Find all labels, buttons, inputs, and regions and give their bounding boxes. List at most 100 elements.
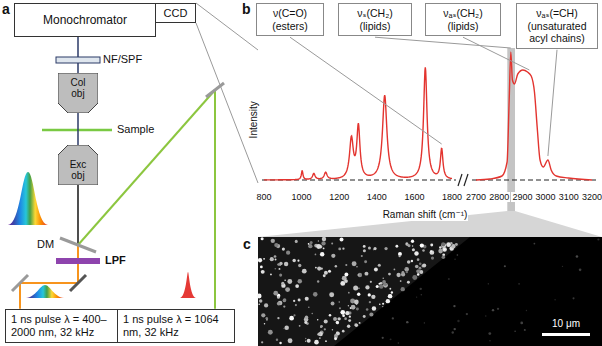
speckle [298,279,302,283]
speckle [354,323,357,326]
beam-connector [77,113,79,145]
speckle [317,332,320,335]
speckle [283,299,286,302]
speckle [419,263,422,266]
speckle [324,271,328,275]
speckle [270,274,272,276]
speckle [310,241,313,244]
speckle [315,254,317,256]
speckle [340,310,345,315]
speckle [305,316,308,319]
filter-label: LPF [105,254,126,267]
speckle [390,338,392,340]
speckle [441,242,445,246]
speckle [401,271,404,274]
speckle [285,287,290,292]
node-text: νₐₛ(=CH) (unsaturated acyl chains) [520,7,594,45]
axis-title: Raman shift (cm⁻¹) [382,209,469,221]
mirror [206,83,224,97]
speckle [342,330,345,333]
tick-label: 2700 [465,192,487,202]
speckle [288,338,293,343]
speckle [279,264,280,265]
ccd-box: CCD [155,3,196,23]
speckle [422,263,426,267]
speckle [391,291,393,293]
speckle [307,339,311,343]
speckle [277,302,281,306]
speckle [257,294,262,299]
speckle [365,285,369,289]
speckle [284,326,288,330]
speckle [317,266,321,270]
speckle [329,314,332,317]
speckle [298,298,301,301]
speckle [430,250,432,252]
speckle [579,269,582,272]
axis-break [464,174,468,186]
speckle [379,284,384,289]
speckle [364,260,367,263]
speckle [412,275,417,280]
speckle [298,264,301,267]
speckle [374,268,378,272]
speckle [286,251,290,255]
speckle [421,294,423,296]
speckle [295,240,298,243]
speckle [504,265,506,267]
speckle [398,342,400,344]
speckle [308,243,310,245]
speckle [284,262,288,266]
speckle [352,261,357,266]
speckle [308,244,312,248]
speckle [335,265,337,267]
speckle [277,296,280,299]
speckle [266,319,268,321]
speckle [492,309,494,311]
laser-box: 1 ns pulse λ = 1064 nm, 32 kHz [118,309,235,343]
tick-label: 1000 [291,192,313,202]
speckle [497,308,499,310]
speckle [274,243,278,247]
speckle [357,274,359,276]
speckle [338,247,341,250]
speckle [293,300,295,302]
speckle [328,270,331,273]
speckle [392,317,394,319]
speckle [448,278,450,280]
speckle [371,295,375,299]
tick-label: 3100 [558,192,580,202]
speckle [488,283,489,284]
speckle [263,258,265,260]
speckle [414,251,418,255]
speckle [344,279,348,283]
tick-label: 3200 [581,192,602,202]
scale-bar-label: 10 μm [552,318,580,330]
notch-filter [56,57,100,63]
speckle [370,281,372,283]
speckle [302,269,307,274]
tick-label: 2900 [511,192,533,202]
speckle [554,299,556,301]
monochromator-box: Monochromator [14,3,156,37]
tick-label: 1600 [403,192,425,202]
speckle [382,280,386,284]
band-label-box: ν(C=O) (esters) [256,3,324,36]
objective-lens: Exc obj [58,145,98,185]
speckle [419,270,423,274]
laser-line-spectrum [180,272,196,298]
speckle [407,260,411,264]
speckle [430,244,433,247]
long-pass-filter [56,258,100,264]
speckle [453,328,455,330]
speckle [363,315,366,318]
sample-label: Sample [117,123,154,136]
speckle [358,287,360,289]
speckle [416,296,417,297]
speckle [323,248,325,250]
filter-label: NF/SPF [103,53,142,66]
speckle [271,239,275,243]
speckle [442,247,447,252]
speckle [323,274,326,277]
raman-spectrum [476,52,592,180]
